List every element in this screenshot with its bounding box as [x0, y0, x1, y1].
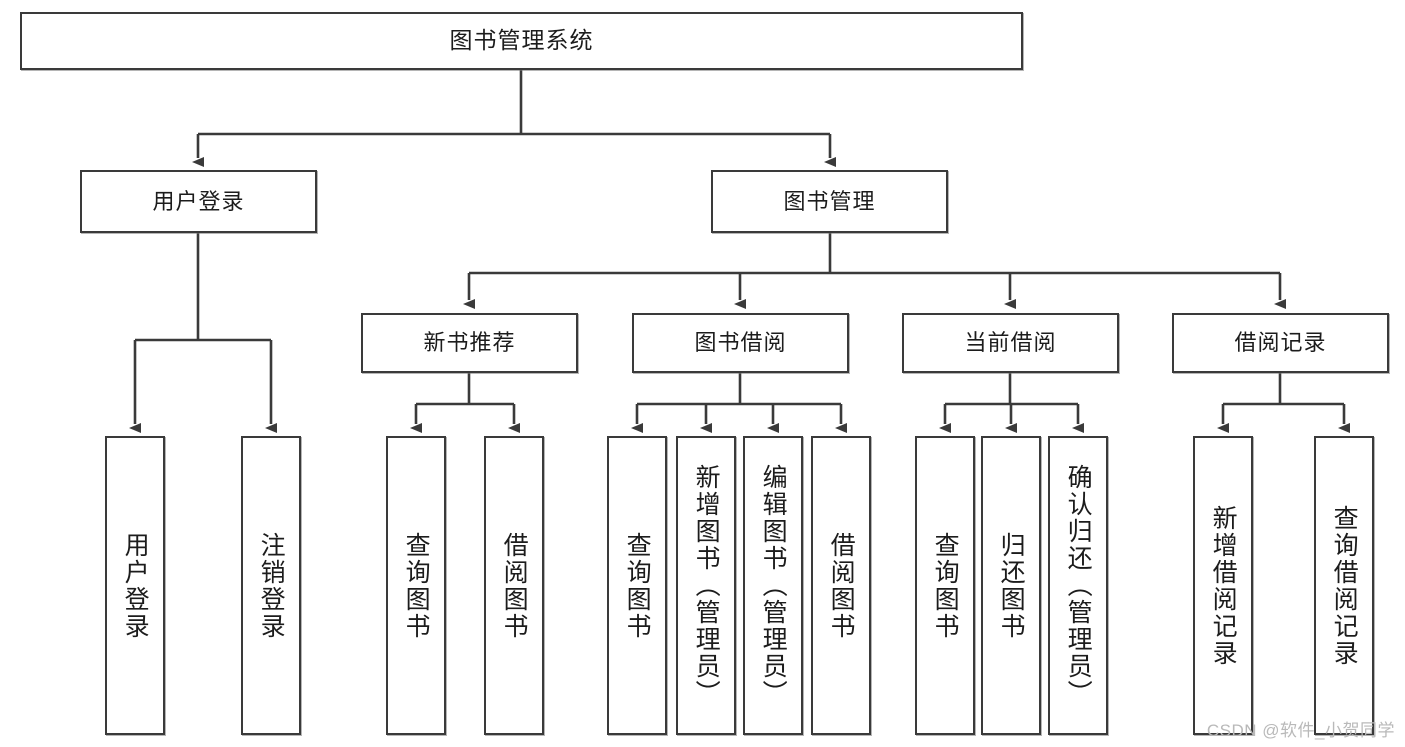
node-leaf-cb-confirm-return-admin[interactable]: 确认归还（管理员）	[1048, 436, 1108, 735]
node-leaf-logout[interactable]: 注销登录	[241, 436, 301, 735]
node-label: 新增图书（管理员）	[692, 464, 721, 707]
node-root-system[interactable]: 图书管理系统	[20, 12, 1023, 70]
node-leaf-cb-return-book[interactable]: 归还图书	[981, 436, 1041, 735]
node-label: 当前借阅	[964, 330, 1057, 356]
node-label: 图书管理系统	[449, 27, 594, 54]
node-leaf-cb-query-book[interactable]: 查询图书	[915, 436, 975, 735]
node-book-management[interactable]: 图书管理	[711, 170, 948, 233]
node-label: 借阅图书	[500, 531, 529, 640]
node-leaf-bb-query-book[interactable]: 查询图书	[607, 436, 667, 735]
node-leaf-bb-edit-book-admin[interactable]: 编辑图书（管理员）	[743, 436, 803, 735]
node-leaf-nb-borrow-book[interactable]: 借阅图书	[484, 436, 544, 735]
node-leaf-bb-add-book-admin[interactable]: 新增图书（管理员）	[676, 436, 736, 735]
node-label: 新书推荐	[423, 330, 516, 356]
node-label: 用户登录	[152, 188, 245, 214]
node-leaf-bb-borrow-book[interactable]: 借阅图书	[811, 436, 871, 735]
node-label: 图书管理	[783, 188, 876, 214]
node-new-book-recommend[interactable]: 新书推荐	[361, 313, 578, 373]
node-label: 查询借阅记录	[1330, 504, 1359, 667]
node-book-borrow[interactable]: 图书借阅	[632, 313, 849, 373]
node-label: 新增借阅记录	[1209, 504, 1238, 667]
node-label: 借阅记录	[1234, 330, 1327, 356]
node-label: 图书借阅	[694, 330, 787, 356]
node-label: 借阅图书	[827, 531, 856, 640]
node-label: 编辑图书（管理员）	[759, 464, 788, 707]
node-leaf-user-login[interactable]: 用户登录	[105, 436, 165, 735]
node-current-borrow[interactable]: 当前借阅	[902, 313, 1119, 373]
node-leaf-br-add-record[interactable]: 新增借阅记录	[1193, 436, 1253, 735]
watermark: CSDN @软件_小贺同学	[1206, 721, 1395, 740]
node-user-login[interactable]: 用户登录	[80, 170, 317, 233]
node-label: 查询图书	[623, 531, 652, 640]
node-label: 注销登录	[257, 531, 286, 640]
node-label: 查询图书	[402, 531, 431, 640]
node-label: 归还图书	[997, 531, 1026, 640]
node-label: 确认归还（管理员）	[1064, 464, 1093, 707]
node-label: 用户登录	[121, 531, 150, 640]
node-leaf-nb-query-book[interactable]: 查询图书	[386, 436, 446, 735]
node-borrow-record[interactable]: 借阅记录	[1172, 313, 1389, 373]
node-label: 查询图书	[931, 531, 960, 640]
node-leaf-br-query-record[interactable]: 查询借阅记录	[1314, 436, 1374, 735]
